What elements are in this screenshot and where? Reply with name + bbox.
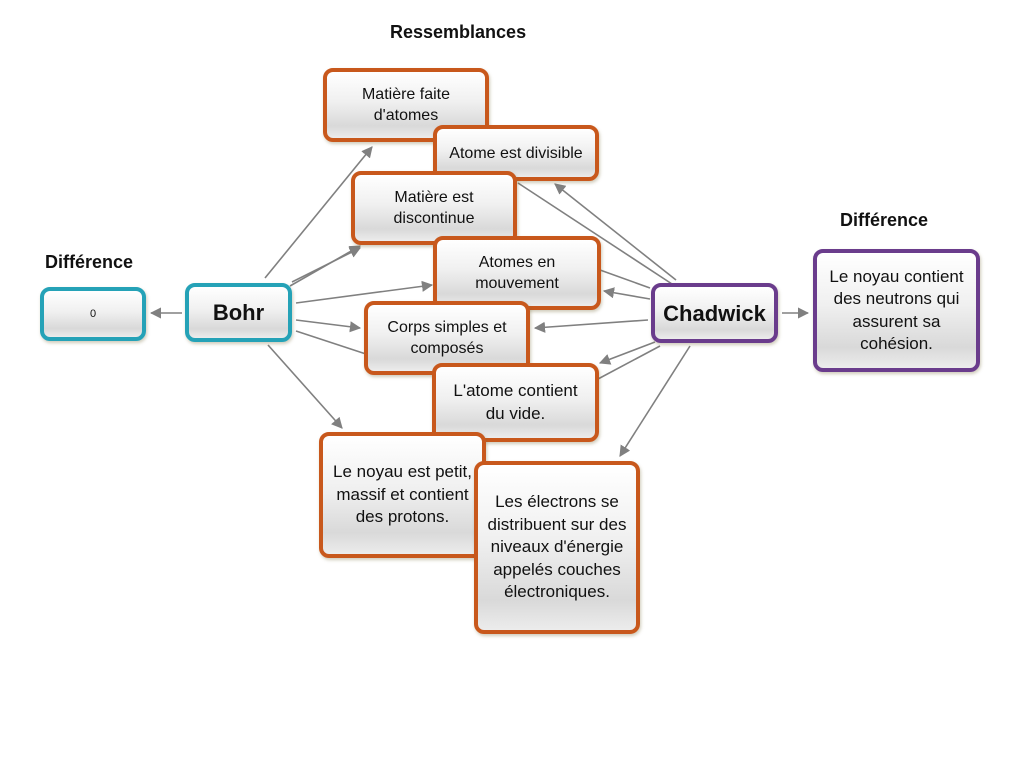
difference-heading-left: Différence [45,252,134,272]
similarity-text: Les électrons se distribuent sur des niv… [487,492,627,602]
edge-chadwick-to-atomes-mouvement-a [599,269,651,289]
edge-bohr-to-matiere-atomes [264,146,373,279]
similarity-node-atomes-mouvement[interactable]: Atomes en mouvement [433,236,601,310]
chadwick-node[interactable]: Chadwick [651,283,778,343]
similarity-text: Matière faite d'atomes [361,86,451,124]
similarity-node-electrons-couches[interactable]: Les électrons se distribuent sur des niv… [474,461,640,634]
chadwick-difference-text: Le noyau contient des neutrons qui assur… [829,266,964,354]
similarities-heading: Ressemblances [390,22,527,42]
bohr-node[interactable]: Bohr [185,283,292,342]
similarity-text: Corps simples et composés [387,319,507,357]
similarity-node-matiere-discontinue[interactable]: Matière est discontinue [351,171,517,245]
edge-bohr-to-atome-vide [295,330,373,357]
edge-chadwick-to-corps-simples [533,319,649,333]
edge-chadwick-to-atome-vide-b [597,345,661,380]
difference-heading-right: Différence [840,210,929,230]
similarity-node-atome-divisible[interactable]: Atome est divisible [433,125,599,181]
chadwick-label: Chadwick [663,300,766,326]
similarity-node-matiere-atomes[interactable]: Matière faite d'atomes [323,68,489,142]
bohr-difference-text: 0 [89,307,97,320]
bohr-label: Bohr [212,300,265,325]
bohr-difference-node[interactable]: 0 [40,287,146,341]
edge-chadwick-to-electrons [619,345,691,457]
similarity-node-corps-simples[interactable]: Corps simples et composés [364,301,530,375]
similarity-text: L'atome contient du vide. [453,381,578,423]
edge-chadwick-to-atome-vide [598,341,656,365]
similarity-text: Le noyau est petit, massif et contient d… [333,462,472,527]
similarity-node-noyau-petit[interactable]: Le noyau est petit, massif et contient d… [319,432,486,558]
similarity-text: Atome est divisible [449,144,583,162]
edge-bohr-to-noyau-petit [267,344,343,429]
edge-bohr-to-corps-simples [295,319,362,333]
edge-chadwick-to-atomes-mouvement [602,287,651,300]
similarity-text: Atomes en mouvement [475,254,559,292]
edge-bohr-to-atomes-mouvement [295,280,434,304]
edge-bohr-to-matiere-discontinue [289,245,361,287]
chadwick-difference-node[interactable]: Le noyau contient des neutrons qui assur… [813,249,980,372]
similarity-text: Matière est discontinue [393,189,475,227]
similarity-node-atome-vide[interactable]: L'atome contient du vide. [432,363,599,442]
edge-chadwick-to-matiere-discontinue [517,182,673,285]
edge-chadwick-to-atome-divisible [554,183,677,281]
